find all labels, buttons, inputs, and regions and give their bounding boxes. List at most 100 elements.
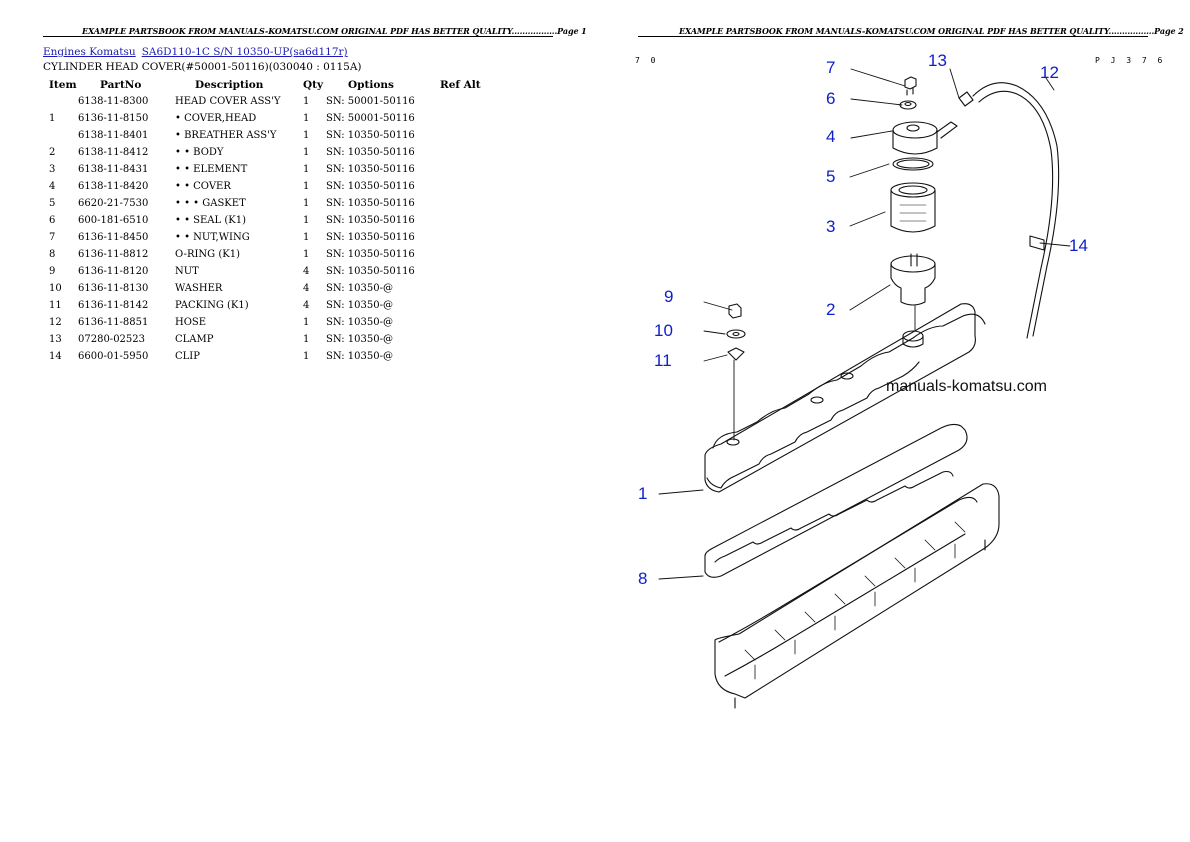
callout-14: 14 bbox=[1069, 236, 1088, 255]
cell-description: • • • GASKET bbox=[175, 198, 246, 209]
washer-part bbox=[899, 100, 917, 110]
cell-part-number: 6136-11-8851 bbox=[78, 317, 149, 328]
cell-part-number: 6136-11-8812 bbox=[78, 249, 149, 260]
cell-quantity: 1 bbox=[303, 96, 310, 107]
cell-item-number: 3 bbox=[49, 164, 56, 175]
cell-quantity: 1 bbox=[303, 130, 310, 141]
header-divider bbox=[638, 36, 1148, 37]
cell-part-number: 6136-11-8450 bbox=[78, 232, 149, 243]
cell-item-number: 5 bbox=[49, 198, 56, 209]
cell-ref-alt bbox=[438, 93, 481, 110]
column-header-options: Options bbox=[348, 79, 394, 91]
cell-part-number: 6600-01-5950 bbox=[78, 351, 149, 362]
table-row: 12 6136-11-8851 HOSE 1 SN: 10350-@ bbox=[43, 314, 481, 331]
callout-8: 8 bbox=[638, 569, 648, 588]
cell-quantity: 1 bbox=[303, 198, 310, 209]
element-part bbox=[890, 182, 936, 233]
cell-ref-alt bbox=[438, 263, 481, 280]
cell-options: SN: 10350-@ bbox=[326, 317, 393, 328]
cell-ref-alt bbox=[438, 178, 481, 195]
cell-ref-alt bbox=[438, 348, 481, 365]
breather-cover-part bbox=[892, 121, 958, 155]
cell-item-number bbox=[43, 93, 78, 110]
cell-options: SN: 10350-50116 bbox=[326, 130, 415, 141]
cell-item-number: 1 bbox=[49, 113, 56, 124]
cell-quantity: 1 bbox=[303, 147, 310, 158]
drawing-ref-left: 7 0 bbox=[635, 56, 659, 65]
cell-quantity: 1 bbox=[303, 249, 310, 260]
cell-description: • BREATHER ASS'Y bbox=[175, 130, 277, 141]
section-title: CYLINDER HEAD COVER(#50001-50116)(030040… bbox=[43, 61, 362, 73]
cell-options: SN: 10350-@ bbox=[326, 300, 393, 311]
cell-item-number: 6 bbox=[49, 215, 56, 226]
cell-options: SN: 10350-50116 bbox=[326, 164, 415, 175]
cell-options: SN: 10350-50116 bbox=[326, 181, 415, 192]
cell-description: NUT bbox=[175, 266, 199, 277]
gasket-part bbox=[892, 157, 934, 171]
cylinder-head-part bbox=[714, 483, 1000, 709]
cell-part-number: 600-181-6510 bbox=[78, 215, 149, 226]
head-cover-part bbox=[704, 303, 986, 493]
column-header-item: Item bbox=[49, 79, 77, 91]
cell-quantity: 1 bbox=[303, 164, 310, 175]
cell-part-number: 6136-11-8150 bbox=[78, 113, 149, 124]
cell-part-number: 07280-02523 bbox=[78, 334, 146, 345]
cell-options: SN: 10350-50116 bbox=[326, 147, 415, 158]
callout-4: 4 bbox=[826, 127, 836, 146]
cell-quantity: 1 bbox=[303, 317, 310, 328]
clip-part bbox=[1029, 235, 1045, 251]
cell-description: • • SEAL (K1) bbox=[175, 215, 246, 226]
cell-options: SN: 10350-@ bbox=[326, 334, 393, 345]
callout-7: 7 bbox=[826, 58, 836, 77]
column-header-partno: PartNo bbox=[100, 79, 142, 91]
watermark-text: manuals-komatsu.com bbox=[886, 378, 1047, 395]
cell-item-number: 12 bbox=[49, 317, 62, 328]
diagram-page: EXAMPLE PARTSBOOK FROM MANUALS-KOMATSU.C… bbox=[595, 0, 1190, 842]
cell-description: • COVER,HEAD bbox=[175, 113, 257, 124]
cell-part-number: 6136-11-8130 bbox=[78, 283, 149, 294]
cell-description: HOSE bbox=[175, 317, 207, 328]
cell-item-number bbox=[43, 127, 78, 144]
breadcrumb-link-engines[interactable]: Engines Komatsu bbox=[43, 46, 136, 58]
column-header-qty: Qty bbox=[303, 79, 324, 91]
cell-description: PACKING (K1) bbox=[175, 300, 249, 311]
cell-description: CLIP bbox=[175, 351, 200, 362]
cell-part-number: 6136-11-8142 bbox=[78, 300, 149, 311]
cell-options: SN: 10350-50116 bbox=[326, 266, 415, 277]
breadcrumb-link-model[interactable]: SA6D110-1C S/N 10350-UP(sa6d117r) bbox=[141, 46, 348, 58]
table-row: 6 600-181-6510 • • SEAL (K1) 1 SN: 10350-501… bbox=[43, 212, 481, 229]
page-header: EXAMPLE PARTSBOOK FROM MANUALS-KOMATSU.C… bbox=[679, 26, 1184, 36]
cell-description: WASHER bbox=[175, 283, 223, 294]
cell-options: SN: 10350-50116 bbox=[326, 215, 415, 226]
breather-body-part bbox=[890, 253, 936, 306]
cell-ref-alt bbox=[438, 297, 481, 314]
cell-quantity: 1 bbox=[303, 351, 310, 362]
cell-item-number: 14 bbox=[49, 351, 62, 362]
cell-part-number: 6136-11-8120 bbox=[78, 266, 149, 277]
column-header-description: Description bbox=[195, 79, 264, 91]
cell-item-number: 2 bbox=[49, 147, 56, 158]
cell-item-number: 7 bbox=[49, 232, 56, 243]
cell-description: O-RING (K1) bbox=[175, 249, 240, 260]
head-cover-gasket-part bbox=[704, 423, 968, 578]
column-header-ref-alt: Ref Alt bbox=[440, 79, 481, 91]
cell-quantity: 4 bbox=[303, 300, 310, 311]
cell-quantity: 4 bbox=[303, 266, 310, 277]
cell-options: SN: 10350-@ bbox=[326, 283, 393, 294]
callout-2: 2 bbox=[826, 300, 836, 319]
cell-ref-alt bbox=[438, 229, 481, 246]
leader-lines bbox=[658, 68, 1071, 580]
header-divider bbox=[43, 36, 553, 37]
cell-quantity: 1 bbox=[303, 215, 310, 226]
drawing-ref-right: P J 3 7 6 bbox=[1095, 56, 1166, 65]
callout-5: 5 bbox=[826, 167, 836, 186]
